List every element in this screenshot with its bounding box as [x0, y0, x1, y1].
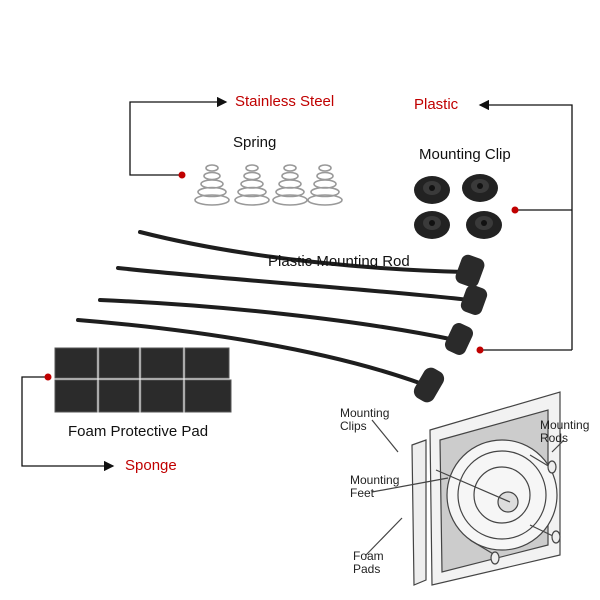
diagram-mounting-rods-label: Mounting Rods — [540, 418, 590, 445]
rod-heads — [413, 254, 488, 403]
spring-label: Spring — [233, 134, 277, 151]
stainless-steel-connector — [129, 96, 228, 176]
diagram-mounting-feet-label: Mounting Feet — [350, 473, 400, 500]
foam-protective-pad-label: Foam Protective Pad — [68, 423, 209, 440]
diagram-foam-pads-label: Foam Pads — [353, 549, 384, 576]
plastic-mounting-rod-label: Plastic Mounting Rod — [268, 253, 410, 270]
spring-marker-dot — [178, 171, 186, 179]
sponge-callout: Sponge — [125, 457, 177, 474]
foam-pads-image — [54, 347, 232, 413]
mounting-rods-image — [76, 230, 472, 387]
plastic-connector — [478, 99, 573, 351]
diagram-mounting-clips-label: Mounting Clips — [340, 406, 390, 433]
stainless-steel-callout: Stainless Steel — [235, 93, 335, 110]
mounting-clip-label: Mounting Clip — [419, 146, 511, 163]
clip-marker-dot — [511, 206, 519, 214]
pad-marker-dot — [44, 373, 52, 381]
rod-marker-dot — [476, 346, 484, 354]
springs-image — [194, 164, 343, 206]
mounting-clips-image — [414, 174, 502, 239]
installation-diagram — [365, 391, 565, 586]
plastic-callout: Plastic — [414, 96, 459, 113]
sponge-connector — [21, 376, 115, 472]
